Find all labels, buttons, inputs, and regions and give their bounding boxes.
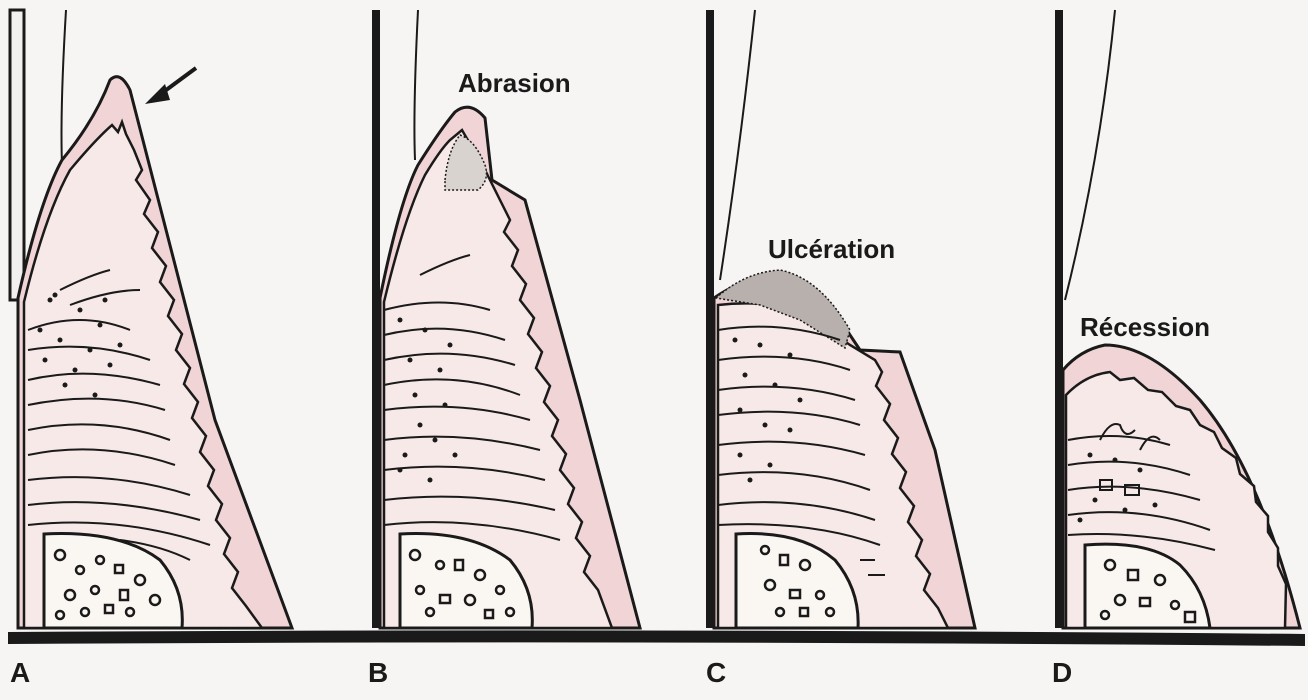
arrow-icon bbox=[145, 68, 196, 104]
panel-b bbox=[372, 10, 640, 628]
caption-abrasion: Abrasion bbox=[458, 68, 571, 98]
panel-letter-c: C bbox=[706, 657, 726, 688]
panel-c bbox=[706, 10, 975, 628]
enamel-line bbox=[62, 10, 67, 165]
panel-a bbox=[10, 10, 292, 628]
enamel-line bbox=[1065, 10, 1115, 300]
caption-recession: Récession bbox=[1080, 312, 1210, 342]
baseline bbox=[8, 630, 1305, 646]
enamel-line bbox=[414, 10, 418, 160]
panel-letter-b: B bbox=[368, 657, 388, 688]
enamel-line bbox=[720, 10, 755, 280]
panel-letter-d: D bbox=[1052, 657, 1072, 688]
panel-letter-a: A bbox=[10, 657, 30, 688]
caption-ulceration: Ulcération bbox=[768, 234, 895, 264]
tooth-root bbox=[10, 10, 24, 300]
